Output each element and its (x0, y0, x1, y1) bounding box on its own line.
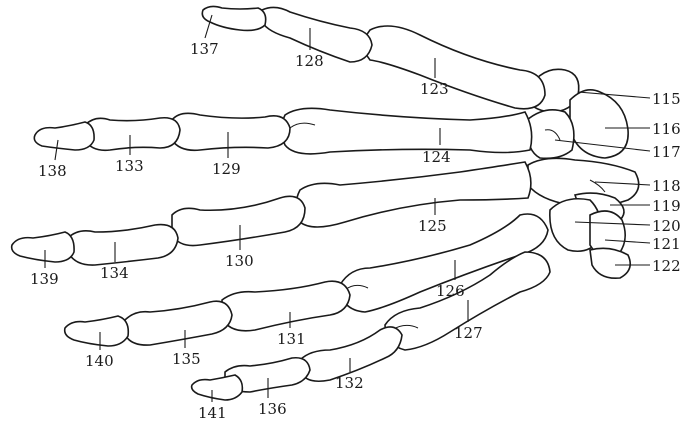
label-133: 133 (115, 157, 144, 175)
phalanx-129 (172, 113, 290, 150)
label-123: 123 (420, 80, 449, 98)
phalanx-137 (202, 6, 265, 30)
label-118: 118 (652, 177, 681, 195)
label-124: 124 (422, 148, 451, 166)
label-125: 125 (418, 217, 447, 235)
label-135: 135 (172, 350, 201, 368)
label-127: 127 (454, 324, 483, 342)
label-138: 138 (38, 162, 67, 180)
metacarpal-123 (364, 26, 545, 109)
label-140: 140 (85, 352, 114, 370)
metacarpal-125 (296, 162, 531, 227)
label-121: 121 (652, 235, 681, 253)
label-132: 132 (335, 374, 364, 392)
label-116: 116 (652, 120, 681, 138)
label-130: 130 (225, 252, 254, 270)
label-139: 139 (30, 270, 59, 288)
phalanx-139 (12, 232, 74, 262)
label-119: 119 (652, 197, 681, 215)
label-136: 136 (258, 400, 287, 418)
label-120: 120 (652, 217, 681, 235)
phalanx-131 (222, 281, 350, 331)
phalanx-141 (192, 375, 243, 400)
carpal-122 (590, 248, 630, 278)
carpal-117 (527, 110, 574, 159)
label-129: 129 (212, 160, 241, 178)
phalanx-133 (85, 118, 180, 151)
phalanx-138 (34, 122, 94, 150)
label-122: 122 (652, 257, 681, 275)
phalanx-140 (65, 316, 129, 346)
label-134: 134 (100, 264, 129, 282)
label-131: 131 (277, 330, 306, 348)
label-126: 126 (436, 282, 465, 300)
label-117: 117 (652, 143, 681, 161)
label-137: 137 (190, 40, 219, 58)
phalanx-134 (68, 225, 178, 266)
label-141: 141 (198, 404, 227, 422)
label-128: 128 (295, 52, 324, 70)
label-115: 115 (652, 90, 681, 108)
metacarpal-124 (282, 108, 532, 154)
phalanx-130 (172, 196, 305, 245)
phalanx-135 (125, 301, 232, 345)
